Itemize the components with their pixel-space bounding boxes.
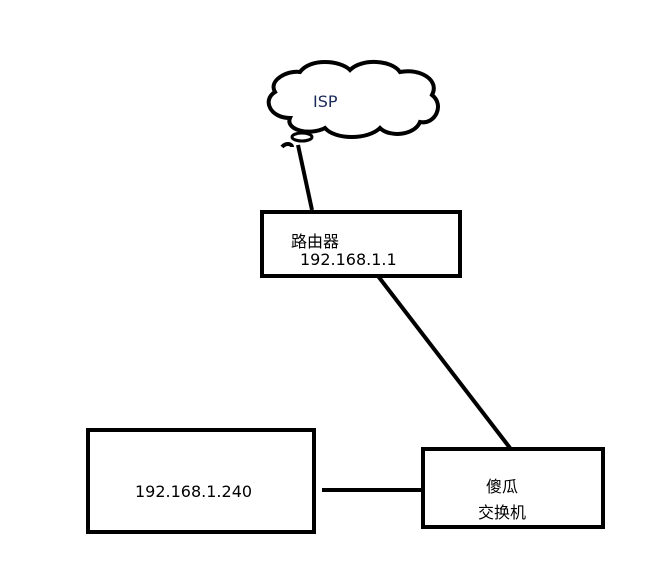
router-box: [260, 210, 462, 278]
router-ip: 192.168.1.1: [300, 250, 397, 269]
host-ip: 192.168.1.240: [135, 482, 253, 501]
host-box: [86, 428, 316, 534]
link-isp-router: [296, 144, 314, 211]
switch-name-line2: 交换机: [478, 503, 527, 522]
cloud-tail-bubble: [290, 131, 314, 143]
router-name: 路由器: [291, 232, 340, 251]
isp-label: ISP: [313, 92, 338, 111]
isp-cloud: [266, 60, 440, 139]
cloud-tail: [280, 142, 294, 149]
switch-name-line1: 傻瓜: [486, 477, 519, 496]
link-router-switch: [376, 274, 512, 450]
switch-box: [421, 447, 605, 529]
